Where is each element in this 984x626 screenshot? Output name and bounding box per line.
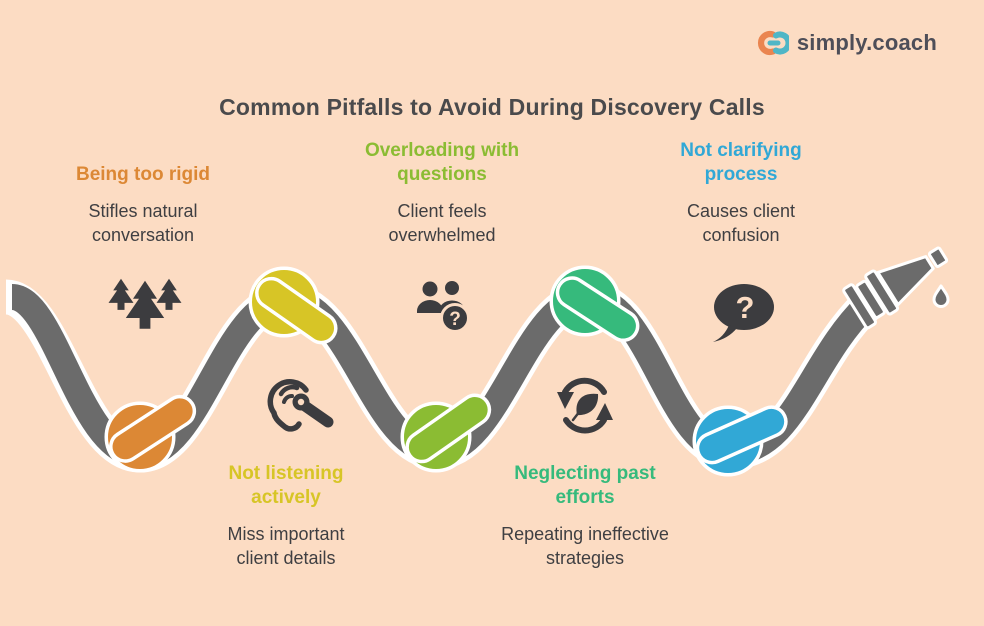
pitfall-description: Miss important client details <box>227 524 345 568</box>
page-title: Common Pitfalls to Avoid During Discover… <box>219 94 765 121</box>
question-mark-glyph: ? <box>449 309 461 330</box>
trees-icon <box>108 278 182 329</box>
pitfall-label: Not listening actively <box>228 463 344 508</box>
pitfall-label: Being too rigid <box>75 164 211 185</box>
knot-overloading <box>400 393 492 473</box>
logo-wordmark: simply.coach <box>796 30 937 55</box>
pitfall-neglecting-past-efforts: Neglecting past efforts Repeating ineffe… <box>462 462 708 570</box>
knot-being-too-rigid <box>104 394 197 473</box>
knot-not-listening <box>248 266 338 345</box>
pitfall-description: Causes client confusion <box>686 201 796 245</box>
speech-question-icon: ? <box>713 284 774 342</box>
question-mark-glyph: ? <box>736 290 755 325</box>
pitfall-label: Overloading with questions <box>364 140 520 185</box>
simply-coach-logo-icon <box>757 30 789 56</box>
water-drop-icon <box>932 284 950 308</box>
simply-coach-logo: simply.coach <box>755 26 937 60</box>
pitfall-not-clarifying-process: Not clarifying process Causes client con… <box>636 139 846 247</box>
knot-not-clarifying <box>692 405 788 477</box>
pitfall-overloading-with-questions: Overloading with questions Client feels … <box>337 139 547 247</box>
pitfall-description: Stifles natural conversation <box>88 201 198 245</box>
pitfall-label: Neglecting past efforts <box>514 463 656 508</box>
pitfall-description: Repeating ineffective strategies <box>501 524 669 568</box>
knot-neglecting <box>549 265 640 343</box>
pitfall-being-too-rigid: Being too rigid Stifles natural conversa… <box>38 163 248 247</box>
people-question-icon: ? <box>417 281 470 333</box>
pitfall-description: Client feels overwhelmed <box>388 201 496 245</box>
ear-hearing-icon <box>267 379 334 432</box>
renewal-cycle-icon <box>557 377 613 434</box>
pitfall-not-listening-actively: Not listening actively Miss important cl… <box>181 462 391 570</box>
hose-nozzle <box>842 246 949 330</box>
pitfall-label: Not clarifying process <box>680 140 802 185</box>
